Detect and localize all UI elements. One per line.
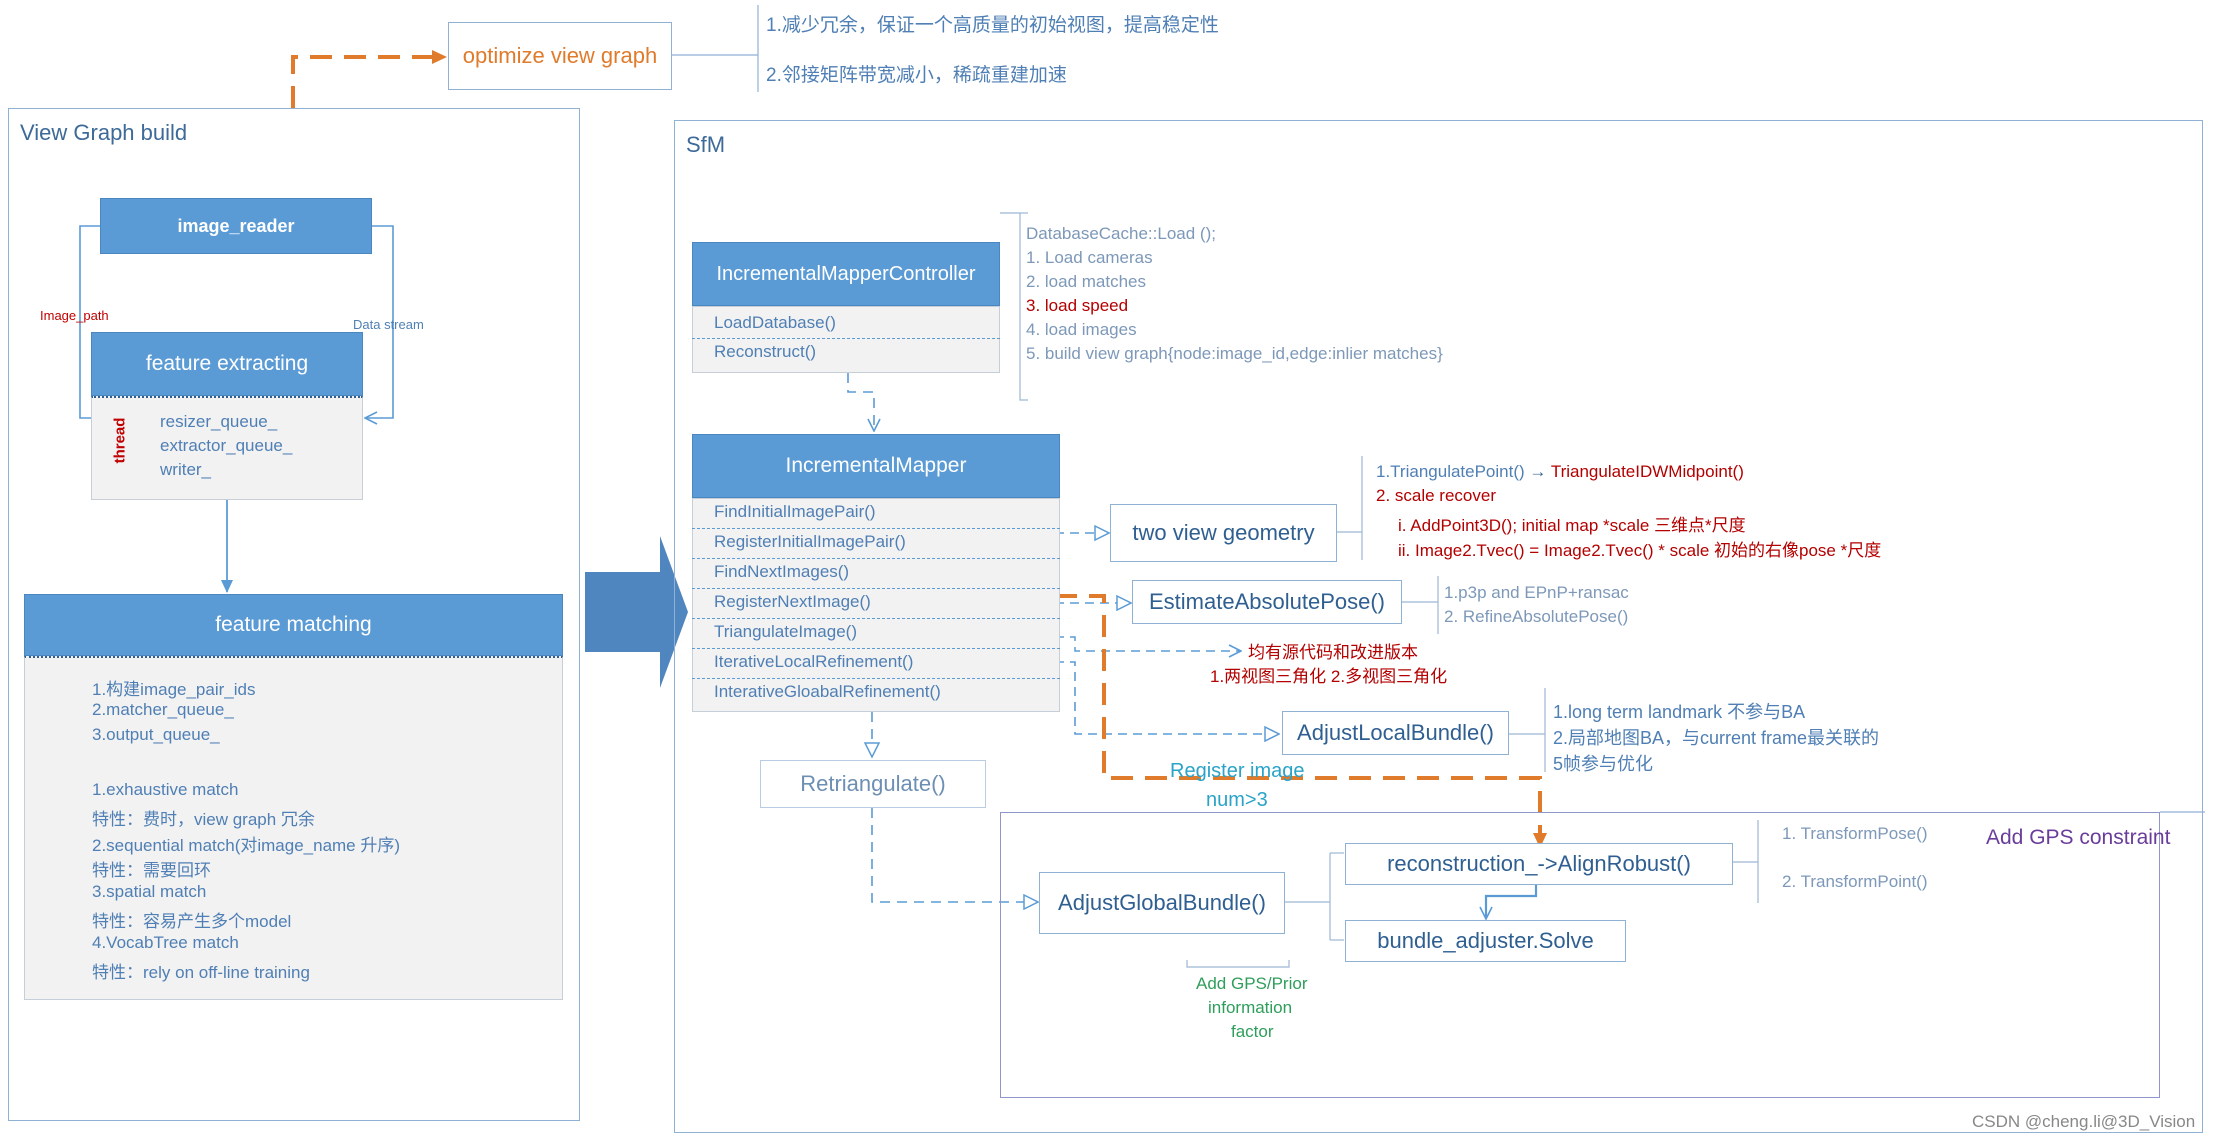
view-graph-build-frame: [8, 108, 580, 1121]
queue-item: extractor_queue_: [160, 436, 293, 455]
sfm-title: SfM: [686, 132, 726, 157]
absolute-pose-note: 2. RefineAbsolutePose(): [1444, 607, 1629, 626]
local-bundle-note: 1.long term landmark 不参与BA: [1553, 702, 1806, 722]
controller-header: IncrementalMapperController: [692, 242, 1000, 306]
mapper-method: RegisterNextImage(): [692, 592, 1060, 619]
adjust-global-bundle-box: AdjustGlobalBundle(): [1039, 872, 1285, 934]
matching-item: 3.output_queue_: [92, 725, 220, 744]
mapper-method: TriangulateImage(): [692, 622, 1060, 649]
controller-note: 4. load images: [1026, 320, 1137, 339]
mapper-method: InterativeGloabalRefinement(): [714, 682, 941, 701]
controller-note: 2. load matches: [1026, 272, 1147, 291]
sfm-frame: [674, 120, 2203, 1133]
absolute-pose-note: 1.p3p and EPnP+ransac: [1444, 583, 1629, 602]
retriangulate-label: Retriangulate(): [800, 771, 946, 796]
controller-method: LoadDatabase(): [692, 313, 1000, 339]
image-reader-label: image_reader: [177, 215, 295, 236]
controller-note-highlight: 3. load speed: [1026, 296, 1129, 315]
estimate-absolute-pose-label: EstimateAbsolutePose(): [1149, 589, 1385, 614]
align-robust-box: reconstruction_->AlignRobust(): [1345, 843, 1733, 885]
two-view-note-1: 1.TriangulatePoint() → TriangulateIDWMid…: [1376, 462, 1744, 482]
adjust-local-bundle-label: AdjustLocalBundle(): [1297, 720, 1494, 745]
mapper-panel: [692, 498, 1060, 712]
mapper-title: IncrementalMapper: [785, 454, 967, 477]
feature-matching-panel: [24, 656, 563, 1000]
align-robust-label: reconstruction_->AlignRobust(): [1387, 851, 1691, 876]
mapper-header: IncrementalMapper: [692, 434, 1060, 498]
controller-panel: [692, 306, 1000, 373]
feature-extracting-header: feature extracting: [91, 332, 363, 396]
gps-constraint-frame: [1000, 812, 2160, 1098]
triangulate-note-2: 1.两视图三角化 2.多视图三角化: [1210, 667, 1448, 686]
controller-title: IncrementalMapperController: [716, 262, 976, 285]
gps-prior-note: information: [1208, 998, 1293, 1017]
triangulate-note-1: 均有源代码和改进版本: [1248, 643, 1418, 662]
local-bundle-note: 2.局部地图BA，与current frame最关联的: [1553, 728, 1880, 748]
bundle-adjuster-solve-box: bundle_adjuster.Solve: [1345, 920, 1626, 962]
gps-prior-note: factor: [1231, 1022, 1274, 1041]
optimize-view-graph-box: optimize view graph: [448, 22, 672, 90]
two-view-note-4: ii. Image2.Tvec() = Image2.Tvec() * scal…: [1398, 541, 1882, 560]
match-type-item: 2.sequential match(对image_name 升序): [92, 836, 401, 855]
feature-extracting-panel: [91, 396, 363, 500]
bundle-adjuster-solve-label: bundle_adjuster.Solve: [1377, 928, 1594, 953]
match-type-item: 特性：容易产生多个model: [92, 912, 292, 931]
arrow-text: →: [1529, 462, 1547, 481]
image-path-label: Image_path: [40, 308, 109, 323]
matching-item: 1.构建image_pair_ids: [92, 680, 256, 699]
thread-label: thread: [111, 417, 129, 464]
triangulate-point-text: 1.TriangulatePoint(): [1376, 462, 1525, 481]
controller-note: 5. build view graph{node:image_id,edge:i…: [1026, 344, 1443, 363]
estimate-absolute-pose-box: EstimateAbsolutePose(): [1132, 580, 1402, 624]
controller-method: Reconstruct(): [714, 342, 817, 361]
register-image-note-2: num>3: [1206, 789, 1268, 811]
data-stream-label: Data stream: [353, 317, 424, 332]
two-view-note-2: 2. scale recover: [1376, 486, 1496, 505]
local-bundle-note: 5帧参与优化: [1553, 754, 1654, 774]
feature-matching-label: feature matching: [215, 613, 372, 636]
match-type-item: 4.VocabTree match: [92, 933, 239, 952]
watermark: CSDN @cheng.li@3D_Vision: [1972, 1112, 2196, 1131]
retriangulate-box: Retriangulate(): [760, 760, 986, 808]
gps-prior-note: Add GPS/Prior: [1196, 974, 1308, 993]
two-view-geometry-box: two view geometry: [1110, 504, 1337, 562]
optimize-note-2: 2.邻接矩阵带宽减小，稀疏重建加速: [766, 65, 1067, 86]
gps-constraint-title: Add GPS constraint: [1986, 826, 2171, 849]
mapper-method: FindInitialImagePair(): [692, 502, 1060, 529]
match-type-item: 1.exhaustive match: [92, 780, 239, 799]
match-type-item: 特性：费时，view graph 冗余: [92, 810, 315, 829]
controller-note: DatabaseCache::Load ();: [1026, 224, 1216, 243]
match-type-item: 3.spatial match: [92, 882, 207, 901]
mapper-method: IterativeLocalRefinement(): [692, 652, 1060, 679]
gps-note: 2. TransformPoint(): [1782, 872, 1928, 891]
feature-matching-header: feature matching: [24, 594, 563, 656]
mapper-method: FindNextImages(): [692, 562, 1060, 589]
view-graph-build-title: View Graph build: [20, 120, 188, 145]
image-reader-box: image_reader: [100, 198, 372, 254]
controller-note: 1. Load cameras: [1026, 248, 1153, 267]
match-type-item: 特性：rely on off-line training: [92, 963, 310, 982]
two-view-geometry-label: two view geometry: [1132, 520, 1315, 545]
mapper-method: RegisterInitialImagePair(): [692, 532, 1060, 559]
queue-item: writer_: [160, 460, 212, 479]
register-image-note-1: Register image: [1170, 760, 1305, 782]
optimize-note-1: 1.减少冗余，保证一个高质量的初始视图，提高稳定性: [766, 15, 1219, 36]
optimize-view-graph-label: optimize view graph: [462, 43, 658, 68]
two-view-note-3: i. AddPoint3D(); initial map *scale 三维点*…: [1398, 516, 1746, 535]
match-type-item: 特性：需要回环: [92, 861, 211, 880]
feature-extracting-label: feature extracting: [145, 352, 309, 375]
gps-note: 1. TransformPose(): [1782, 824, 1928, 843]
adjust-global-bundle-label: AdjustGlobalBundle(): [1058, 890, 1266, 915]
adjust-local-bundle-box: AdjustLocalBundle(): [1282, 711, 1509, 755]
matching-item: 2.matcher_queue_: [92, 700, 234, 719]
queue-item: resizer_queue_: [160, 412, 278, 431]
triangulate-idw-text: TriangulateIDWMidpoint(): [1550, 462, 1744, 481]
